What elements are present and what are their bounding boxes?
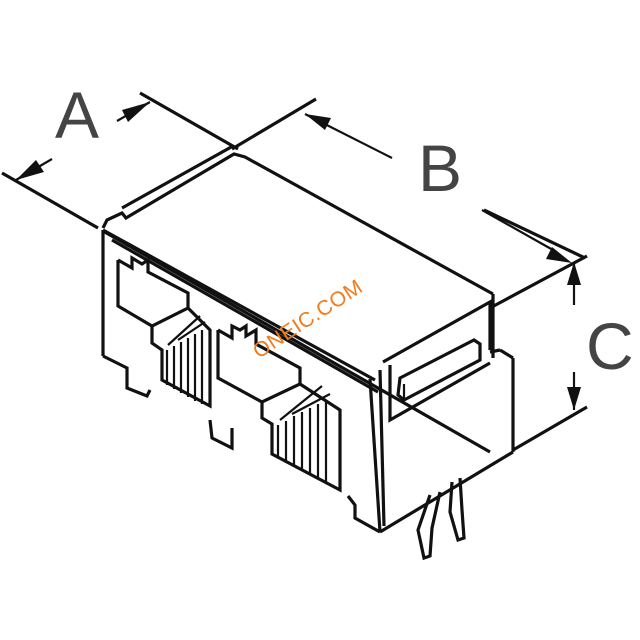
rj45-port-2 xyxy=(216,323,342,493)
pcb-pins xyxy=(416,477,466,561)
dimension-b-lines xyxy=(231,97,586,263)
dimension-label-b: B xyxy=(418,131,463,205)
connector-front-face xyxy=(102,228,515,534)
connector-top-face xyxy=(101,144,495,454)
dimension-label-a: A xyxy=(55,78,100,152)
rj45-port-1 xyxy=(116,255,212,409)
dimension-c-lines xyxy=(489,254,588,452)
dimension-a-lines xyxy=(1,91,239,230)
dimension-label-c: C xyxy=(586,309,634,383)
connector-side-face xyxy=(382,299,492,423)
